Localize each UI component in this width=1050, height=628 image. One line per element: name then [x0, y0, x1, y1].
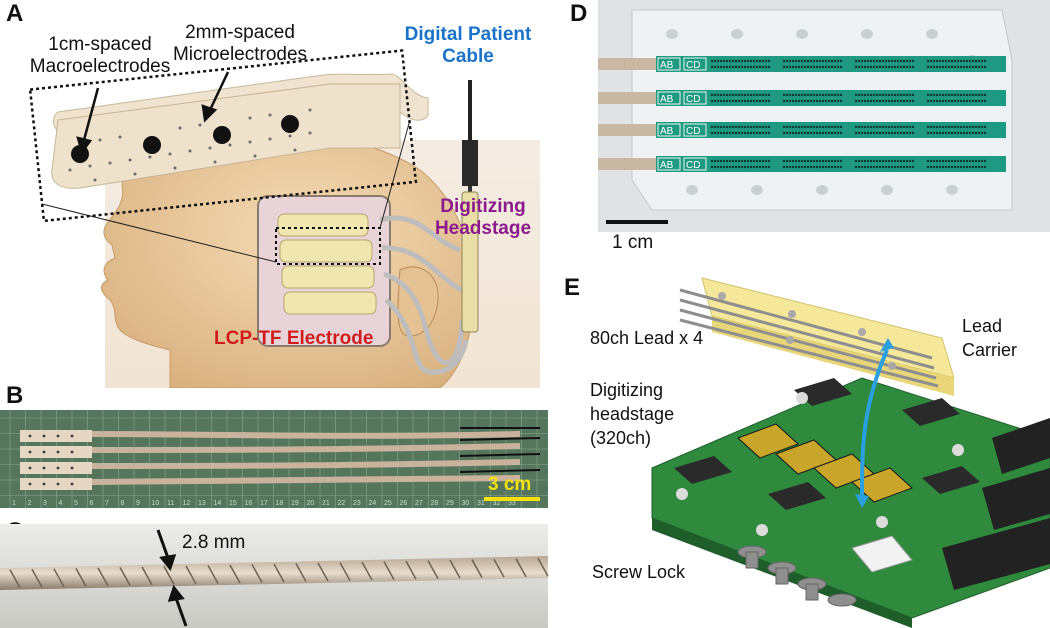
- headstage-label: Digitizing Headstage: [434, 196, 532, 239]
- ruler-number: 15: [229, 500, 237, 507]
- lead-strips: [20, 427, 541, 490]
- ruler-number: 7: [105, 500, 109, 507]
- pad-label: AB: [660, 60, 674, 71]
- ruler-number: 23: [353, 500, 361, 507]
- dimension-arrows: [156, 529, 188, 627]
- lead-count-label: 80ch Lead x 4: [590, 328, 704, 348]
- panel-c: C 2.8 mm: [0, 514, 560, 628]
- ruler-number: 28: [431, 500, 439, 507]
- ruler-number: 13: [198, 500, 206, 507]
- ruler-number: 31: [477, 500, 485, 507]
- assembly-arrow: [860, 349, 889, 499]
- pad-label: AB: [660, 94, 674, 105]
- lead-strip: AB CD: [598, 122, 1006, 138]
- lead-carrier-render: [679, 277, 955, 396]
- panel-a: A 1cm-spaced Macroelectrodes 2mm-spaced …: [0, 0, 560, 388]
- headstage: [461, 191, 479, 333]
- ruler-number: 16: [245, 500, 253, 507]
- ruler-number: 19: [291, 500, 299, 507]
- zoom-box: [28, 49, 418, 223]
- annotation-arrows: [76, 71, 230, 155]
- electrode-cables: [379, 215, 469, 375]
- pad-label: AB: [660, 160, 674, 171]
- panel-b-label: B: [6, 382, 24, 409]
- lead-carrier-label: Lead Carrier: [962, 316, 1018, 360]
- panel-e-label: E: [564, 274, 581, 301]
- ruler-number: 4: [59, 500, 63, 507]
- ruler-number: 17: [260, 500, 268, 507]
- panel-a-label: A: [6, 0, 24, 27]
- ruler-number: 25: [384, 500, 392, 507]
- ruler-number: 22: [338, 500, 346, 507]
- ruler-number: 5: [74, 500, 78, 507]
- pins: [666, 29, 978, 195]
- panel-d-label: D: [570, 0, 588, 27]
- ruler-number: 2: [28, 500, 32, 507]
- diameter-label: 2.8 mm: [182, 532, 246, 553]
- ruler-number: 20: [307, 500, 315, 507]
- lead-strip: AB CD: [598, 156, 1006, 172]
- ruler-number: 10: [152, 500, 160, 507]
- ruler-number: 21: [322, 500, 330, 507]
- ruler-number: 9: [136, 500, 140, 507]
- pad-label: CD: [686, 126, 700, 137]
- ruler-number: 14: [214, 500, 222, 507]
- ruler-number: 6: [90, 500, 94, 507]
- lead-body: [0, 556, 548, 590]
- panel-e: E: [562, 268, 1050, 628]
- ruler-number: 33: [508, 500, 516, 507]
- microelectrodes-label: 2mm-spaced Microelectrodes: [172, 22, 308, 65]
- ruler-number: 32: [493, 500, 501, 507]
- ruler-number: 8: [121, 500, 125, 507]
- implanted-electrodes: [277, 213, 377, 315]
- pad-label: CD: [686, 60, 700, 71]
- pad-label: CD: [686, 160, 700, 171]
- patient-cable-label: Digital Patient Cable: [404, 24, 532, 67]
- lcp-tf-electrode-label: LCP-TF Electrode: [214, 328, 374, 349]
- ruler-number: 12: [183, 500, 191, 507]
- pad-label: CD: [686, 94, 700, 105]
- panel-a-illustration: [0, 0, 560, 388]
- digitizing-headstage-label: Digitizing headstage (320ch): [590, 380, 675, 448]
- ruler-number: 1: [12, 500, 16, 507]
- ruler-number: 26: [400, 500, 408, 507]
- ruler-number: 30: [462, 500, 470, 507]
- ruler-number: 11: [167, 500, 174, 507]
- ruler-number: 18: [276, 500, 284, 507]
- ruler-number: 27: [415, 500, 423, 507]
- cutting-mat: [0, 410, 548, 508]
- lead-strip: AB CD: [598, 56, 1006, 72]
- ruler-number: 24: [369, 500, 377, 507]
- ruler-number: 29: [446, 500, 454, 507]
- pad-label: AB: [660, 126, 674, 137]
- electrode-strip-enlarged: [51, 73, 429, 189]
- screw-lock-label: Screw Lock: [592, 562, 686, 582]
- panel-b-scale-label: 3 cm: [488, 474, 532, 495]
- pcb-render: [651, 377, 1050, 628]
- panel-d: D AB CD AB CD AB CD AB CD 1 cm: [562, 0, 1050, 262]
- macroelectrodes-label: 1cm-spaced Macroelectrodes: [29, 34, 171, 77]
- panel-e-render: [651, 277, 1050, 628]
- panel-c-photo: [0, 524, 549, 628]
- lead-strip: AB CD: [598, 90, 1006, 106]
- panel-d-photo: AB CD AB CD AB CD AB CD: [598, 0, 1050, 232]
- ruler-number: 3: [43, 500, 47, 507]
- panel-d-scale-label: 1 cm: [612, 232, 654, 253]
